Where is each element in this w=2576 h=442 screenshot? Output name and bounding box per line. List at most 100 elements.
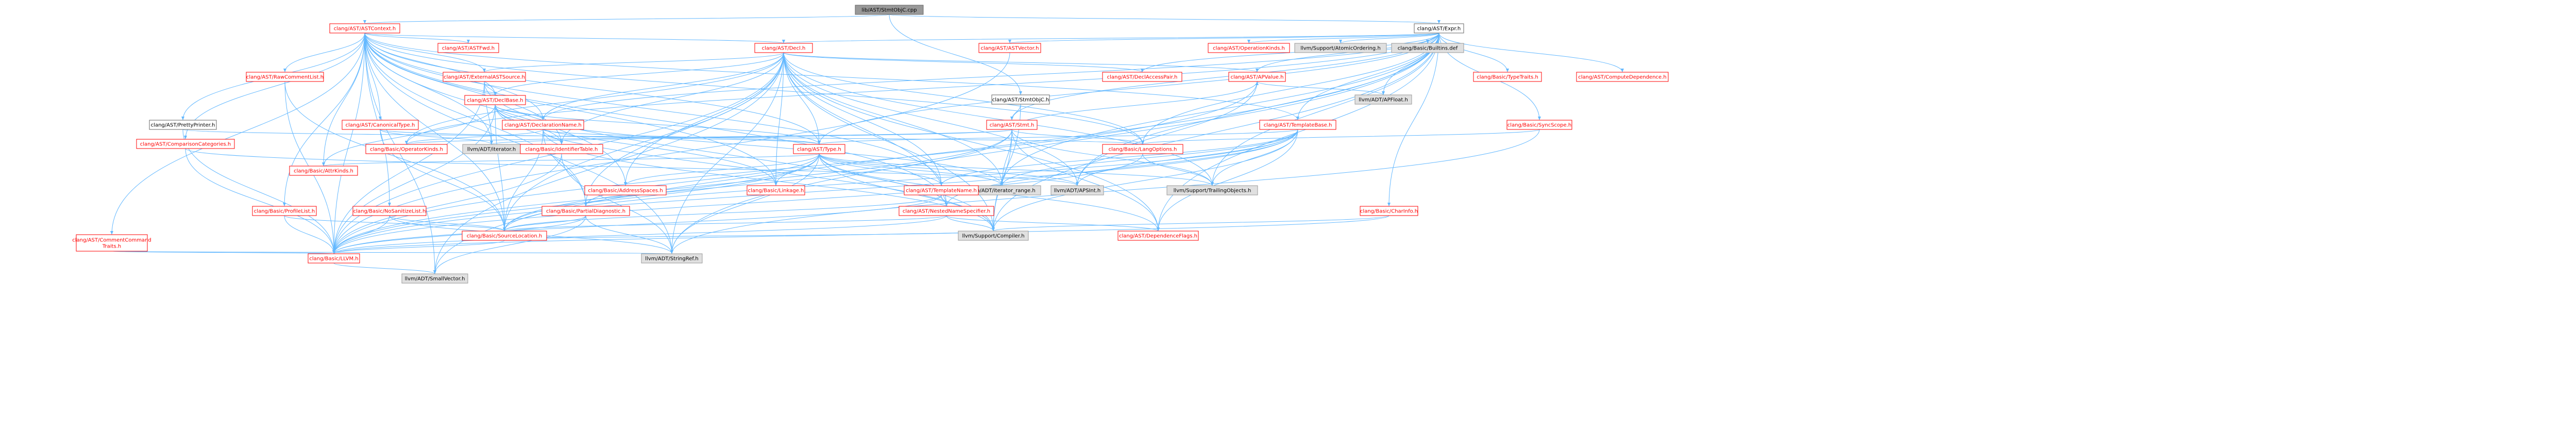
node-root: lib/AST/StmtObjC.cpp [855,5,924,15]
node-attrkinds[interactable]: clang/Basic/AttrKinds.h [289,166,358,176]
node-label: clang/AST/Stmt.h [990,123,1035,128]
node-label: clang/Basic/SourceLocation.h [467,234,542,239]
node-box [855,5,924,15]
node-astvector[interactable]: clang/AST/ASTVector.h [978,43,1041,53]
edge-apvalue-to-apsint [1076,81,1258,186]
node-label: clang/AST/DependenceFlags.h [1119,234,1197,239]
edge-decl-to-addrspaces [624,52,784,186]
node-label: clang/Basic/IdentifierTable.h [526,147,598,153]
edge-identtable-to-llvmh [332,153,562,254]
node-stmt[interactable]: clang/AST/Stmt.h [986,120,1038,130]
edge-astcontext-to-decl [364,32,785,44]
node-partialdiag[interactable]: clang/Basic/PartialDiagnostic.h [541,206,630,216]
node-declname[interactable]: clang/AST/DeclarationName.h [502,120,584,130]
edge-decl-to-langopts [783,52,1144,145]
node-apsint: llvm/ADT/APSInt.h [1050,185,1104,195]
node-astfwd[interactable]: clang/AST/ASTFwd.h [437,43,499,53]
node-extsource[interactable]: clang/AST/ExternalASTSource.h [443,72,526,82]
node-box [462,231,547,241]
node-box [352,206,427,216]
node-box [978,43,1041,53]
node-opkindsbasic[interactable]: clang/Basic/OperatorKinds.h [365,144,448,154]
edge-declname-to-identtable [543,129,563,145]
node-nosanitize[interactable]: clang/Basic/NoSanitizeList.h [352,206,427,216]
node-label: clang/Basic/Linkage.h [748,188,804,194]
edge-compcat-to-apsint [185,148,1079,186]
edge-templatebase-to-trailingobj [1211,129,1298,186]
node-syncscope[interactable]: clang/Basic/SyncScope.h [1506,120,1572,130]
node-compcat[interactable]: clang/AST/ComparisonCategories.h [136,139,235,149]
node-type[interactable]: clang/AST/Type.h [793,144,845,154]
edge-stmtobjc-to-stmt [1010,104,1021,121]
node-rawcomment[interactable]: clang/AST/RawCommentList.h [246,72,324,82]
edge-declname-to-type [543,129,821,145]
edge-stmt-to-trailingobj [1011,129,1214,186]
node-declbase[interactable]: clang/AST/DeclBase.h [464,95,526,105]
node-box [342,120,419,130]
node-astcontext[interactable]: clang/AST/ASTContext.h [329,23,400,34]
edge-commentcmd-to-stringref [111,250,672,254]
edge-partialdiag-to-srcloc [503,215,586,232]
node-label: clang/AST/Expr.h [1417,26,1461,32]
node-identtable[interactable]: clang/Basic/IdentifierTable.h [520,144,603,154]
node-computedep[interactable]: clang/AST/ComputeDependence.h [1576,72,1669,82]
edge-nosanitize-to-llvmh [332,215,390,254]
node-templatebase[interactable]: clang/AST/TemplateBase.h [1259,120,1336,130]
edge-decl-to-stringref [670,52,784,254]
node-templatename[interactable]: clang/AST/TemplateName.h [904,185,979,195]
edge-decl-to-iterrange [783,52,1004,186]
edge-decl-to-extsource [483,52,784,73]
node-charinfo[interactable]: clang/Basic/CharInfo.h [1360,206,1418,216]
edge-decl-to-apvalue [783,52,1259,73]
node-llvmh[interactable]: clang/Basic/LLVM.h [308,253,360,264]
node-label: clang/AST/ExternalASTSource.h [444,75,525,80]
edge-nns-to-compiler [946,215,995,232]
edge-astcontext-to-nosanitize [364,32,391,207]
edge-partialdiag-to-smallvector [433,215,586,274]
node-box [289,166,358,176]
edge-type-to-partialdiag [584,153,820,207]
node-label: llvm/ADT/StringRef.h [645,256,698,262]
node-nns[interactable]: clang/AST/NestedNameSpecifier.h [899,206,994,216]
edge-syncscope-to-langopts [1141,129,1540,145]
edge-srcloc-to-compiler [504,231,995,241]
edge-profilelist-to-srcloc [284,215,506,232]
node-linkage[interactable]: clang/Basic/Linkage.h [747,185,805,195]
node-langopts[interactable]: clang/Basic/LangOptions.h [1102,144,1183,154]
node-decl[interactable]: clang/AST/Decl.h [754,43,813,53]
edge-root-to-stmtobjc [889,14,1022,95]
node-declaccesspair[interactable]: clang/AST/DeclAccessPair.h [1102,72,1182,82]
node-box [1166,185,1258,195]
node-label: clang/AST/ASTFwd.h [442,46,495,52]
edge-canonicaltype-to-type [380,129,821,145]
node-depflags[interactable]: clang/AST/DependenceFlags.h [1117,231,1199,241]
node-profilelist[interactable]: clang/Basic/ProfileList.h [252,206,317,216]
node-canonicaltype[interactable]: clang/AST/CanonicalType.h [342,120,419,130]
node-label: clang/AST/CanonicalType.h [346,123,415,128]
node-apvalue[interactable]: clang/AST/APValue.h [1228,72,1286,82]
node-box [986,120,1038,130]
node-label: clang/AST/APValue.h [1231,75,1284,80]
edge-type-to-templatename [819,153,943,186]
node-box [365,144,448,154]
node-srcloc[interactable]: clang/Basic/SourceLocation.h [462,231,547,241]
node-typetraits[interactable]: clang/Basic/TypeTraits.h [1473,72,1542,82]
edge-astcontext-to-partialdiag [364,32,587,207]
edge-charinfo-to-compiler [992,215,1389,232]
edge-astcontext-to-extsource [364,32,486,73]
edge-astcontext-to-templatename [364,32,943,186]
node-addrspaces[interactable]: clang/Basic/AddressSpaces.h [584,185,667,195]
node-label: clang/Basic/SyncScope.h [1507,123,1571,128]
edge-root-to-expr [889,14,1440,24]
node-opkinds[interactable]: clang/AST/OperationKinds.h [1208,43,1290,53]
edge-nns-to-llvmh [332,215,947,254]
node-stringref: llvm/ADT/StringRef.h [641,253,703,264]
edge-expr-to-computedep [1438,32,1624,73]
edge-astcontext-to-nns [364,32,948,207]
node-box [1414,23,1464,34]
edge-declbase-to-type [495,104,821,145]
edge-syncscope-to-stringref [670,129,1540,254]
node-label: clang/AST/ComparisonCategories.h [140,142,231,148]
edge-astcontext-to-profilelist [283,32,365,207]
